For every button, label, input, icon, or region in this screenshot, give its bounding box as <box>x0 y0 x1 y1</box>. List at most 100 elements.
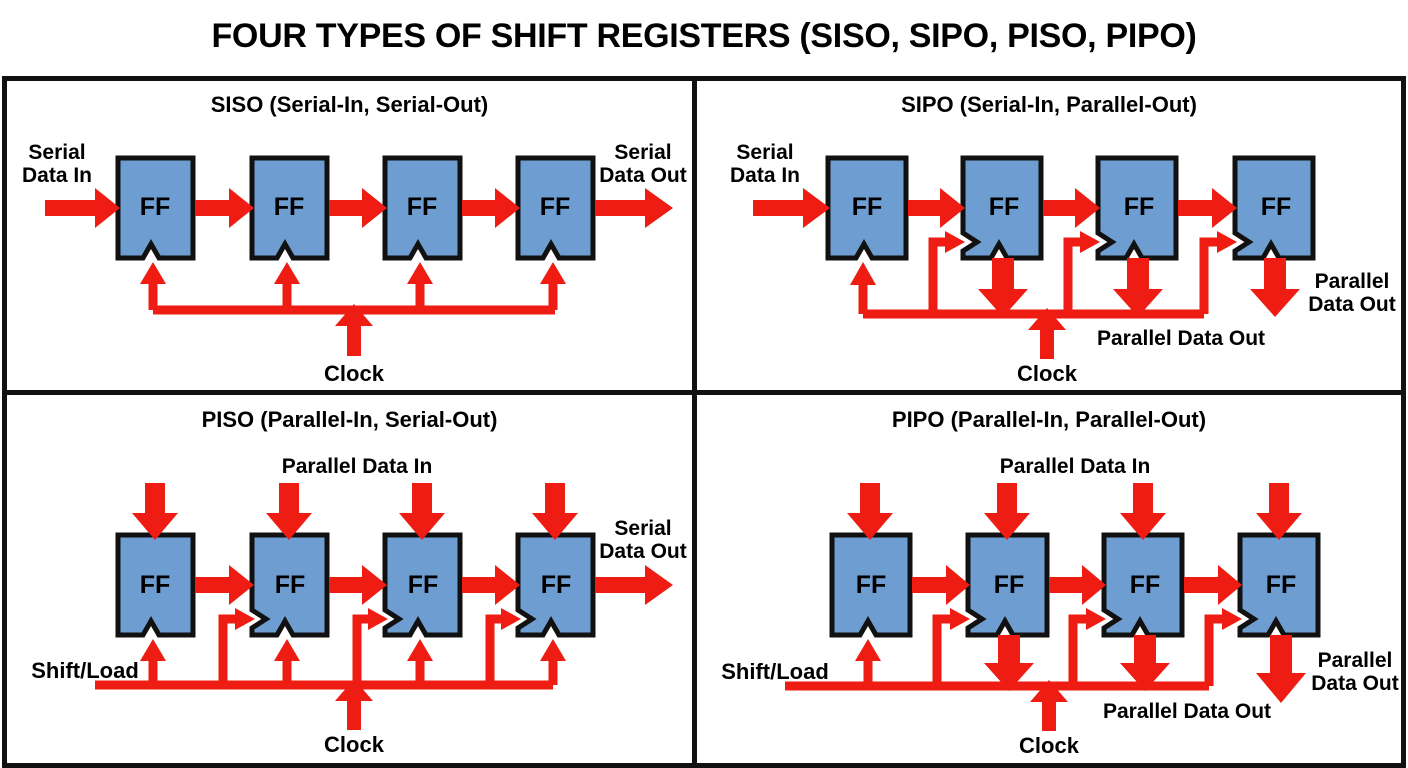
flipflop-4[interactable]: FF <box>515 532 596 638</box>
border-bottom <box>2 763 1406 768</box>
serial-data-in-arrow <box>45 188 120 228</box>
flipflop-label: FF <box>407 193 438 221</box>
serial-data-in-arrow <box>753 188 830 228</box>
panel-title-piso: PISO (Parallel-In, Serial-Out) <box>201 407 498 432</box>
flipflop-label: FF <box>540 193 571 221</box>
flipflop-3[interactable]: FF <box>1101 532 1185 638</box>
stage-arrow-1-2 <box>195 565 254 605</box>
stage-arrow-1-2 <box>912 565 970 605</box>
flipflop-1[interactable]: FF <box>829 532 913 638</box>
siso-schematic: FF FF FF FF <box>22 141 687 386</box>
pipo-flipflops: FF FF FF FF <box>829 532 1321 638</box>
parallel-data-out-label-line1: Parallel <box>1318 649 1393 672</box>
stage-arrow-1-2 <box>908 188 965 228</box>
panel-title-pipo: PIPO (Parallel-In, Parallel-Out) <box>891 407 1207 432</box>
page-title: FOUR TYPES OF SHIFT REGISTERS (SISO, SIP… <box>211 16 1197 55</box>
border-top <box>2 76 1406 81</box>
flipflop-label: FF <box>140 193 171 221</box>
serial-data-out-arrow <box>595 565 673 605</box>
stage-arrow-2-3 <box>1043 188 1100 228</box>
parallel-data-out-label-line2: Data Out <box>1311 672 1399 695</box>
parallel-data-out-label: Parallel Data Out <box>1103 700 1271 723</box>
panel-title-sipo: SIPO (Serial-In, Parallel-Out) <box>901 92 1197 117</box>
parallel-in-arrow-4 <box>532 483 578 540</box>
serial-data-out-label-line1: Serial <box>614 141 671 164</box>
flipflop-label: FF <box>852 193 883 221</box>
flipflop-label: FF <box>856 571 887 599</box>
flipflop-label: FF <box>1266 571 1297 599</box>
parallel-in-arrow-1 <box>132 483 178 540</box>
flipflop-4[interactable]: FF <box>1237 532 1321 638</box>
serial-data-in-label-line1: Serial <box>28 141 85 164</box>
flipflop-label: FF <box>140 571 171 599</box>
parallel-in-arrow-3 <box>399 483 445 540</box>
flipflop-label: FF <box>541 571 572 599</box>
flipflop-label: FF <box>1130 571 1161 599</box>
divider-vertical <box>692 76 697 768</box>
serial-data-in-label-line1: Serial <box>736 141 793 164</box>
flipflop-label: FF <box>989 193 1020 221</box>
stage-arrow-3-4 <box>1178 188 1237 228</box>
parallel-in-arrow-3 <box>1120 483 1166 540</box>
panel-title-siso: SISO (Serial-In, Serial-Out) <box>210 92 489 117</box>
serial-data-out-label-line2: Data Out <box>599 540 687 563</box>
serial-data-out-label-line2: Data Out <box>599 164 687 187</box>
flipflop-label: FF <box>408 571 439 599</box>
clock-label: Clock <box>1019 733 1080 758</box>
panel-siso: SISO (Serial-In, Serial-Out) FF FF <box>7 81 692 390</box>
flipflop-3[interactable]: FF <box>382 532 463 638</box>
parallel-data-out-label-line2: Data Out <box>1308 293 1396 316</box>
sipo-flipflops: FF FF FF FF <box>825 155 1316 261</box>
pipo-schematic: FF FF FF FF <box>721 455 1399 758</box>
flipflop-1[interactable]: FF <box>825 155 909 261</box>
clock-bus <box>785 608 1242 731</box>
parallel-out-arrow-4 <box>1256 635 1306 703</box>
siso-flipflops: FF FF FF FF <box>115 155 596 261</box>
shift-load-label: Shift/Load <box>31 658 139 683</box>
parallel-out-arrow-4 <box>1250 258 1300 317</box>
parallel-out-arrow-2 <box>984 635 1034 691</box>
parallel-in-arrow-1 <box>847 483 893 540</box>
panel-piso: PISO (Parallel-In, Serial-Out) FF FF FF … <box>7 395 692 763</box>
flipflop-3[interactable]: FF <box>382 155 463 261</box>
parallel-data-in-label: Parallel Data In <box>1000 455 1151 478</box>
parallel-in-arrow-2 <box>984 483 1030 540</box>
border-right <box>1401 76 1406 768</box>
clock-label: Clock <box>324 361 385 386</box>
parallel-in-arrow-2 <box>266 483 312 540</box>
stage-arrow-1-2 <box>195 188 254 228</box>
flipflop-2[interactable]: FF <box>965 532 1050 638</box>
serial-data-out-label-line1: Serial <box>614 517 671 540</box>
piso-schematic: FF FF FF FF <box>31 455 687 757</box>
flipflop-3[interactable]: FF <box>1095 155 1179 261</box>
flipflop-4[interactable]: FF <box>515 155 596 261</box>
flipflop-label: FF <box>1261 193 1292 221</box>
serial-data-out-arrow <box>595 188 673 228</box>
stage-arrow-3-4 <box>1184 565 1242 605</box>
flipflop-4[interactable]: FF <box>1232 155 1316 261</box>
parallel-data-out-label-line1: Parallel <box>1315 270 1390 293</box>
shift-load-label: Shift/Load <box>721 659 829 684</box>
serial-data-in-label-line2: Data In <box>730 164 800 187</box>
flipflop-2[interactable]: FF <box>960 155 1044 261</box>
flipflop-1[interactable]: FF <box>115 155 196 261</box>
flipflop-2[interactable]: FF <box>249 155 330 261</box>
serial-data-in-label-line2: Data In <box>22 164 92 187</box>
flipflop-label: FF <box>994 571 1025 599</box>
clock-label: Clock <box>1017 361 1078 386</box>
stage-arrow-2-3 <box>329 565 387 605</box>
flipflop-1[interactable]: FF <box>115 532 196 638</box>
parallel-in-arrow-4 <box>1256 483 1302 540</box>
clock-bus <box>850 231 1237 359</box>
border-left <box>2 76 7 768</box>
panel-pipo: PIPO (Parallel-In, Parallel-Out) FF FF F… <box>697 395 1401 763</box>
parallel-out-arrow-2 <box>978 258 1028 317</box>
panel-sipo: SIPO (Serial-In, Parallel-Out) FF FF FF … <box>697 81 1401 390</box>
clock-label: Clock <box>324 732 385 757</box>
stage-arrow-2-3 <box>1049 565 1106 605</box>
stage-arrow-3-4 <box>462 565 520 605</box>
clock-bus <box>140 262 566 356</box>
clock-bus <box>95 608 566 730</box>
flipflop-2[interactable]: FF <box>249 532 330 638</box>
